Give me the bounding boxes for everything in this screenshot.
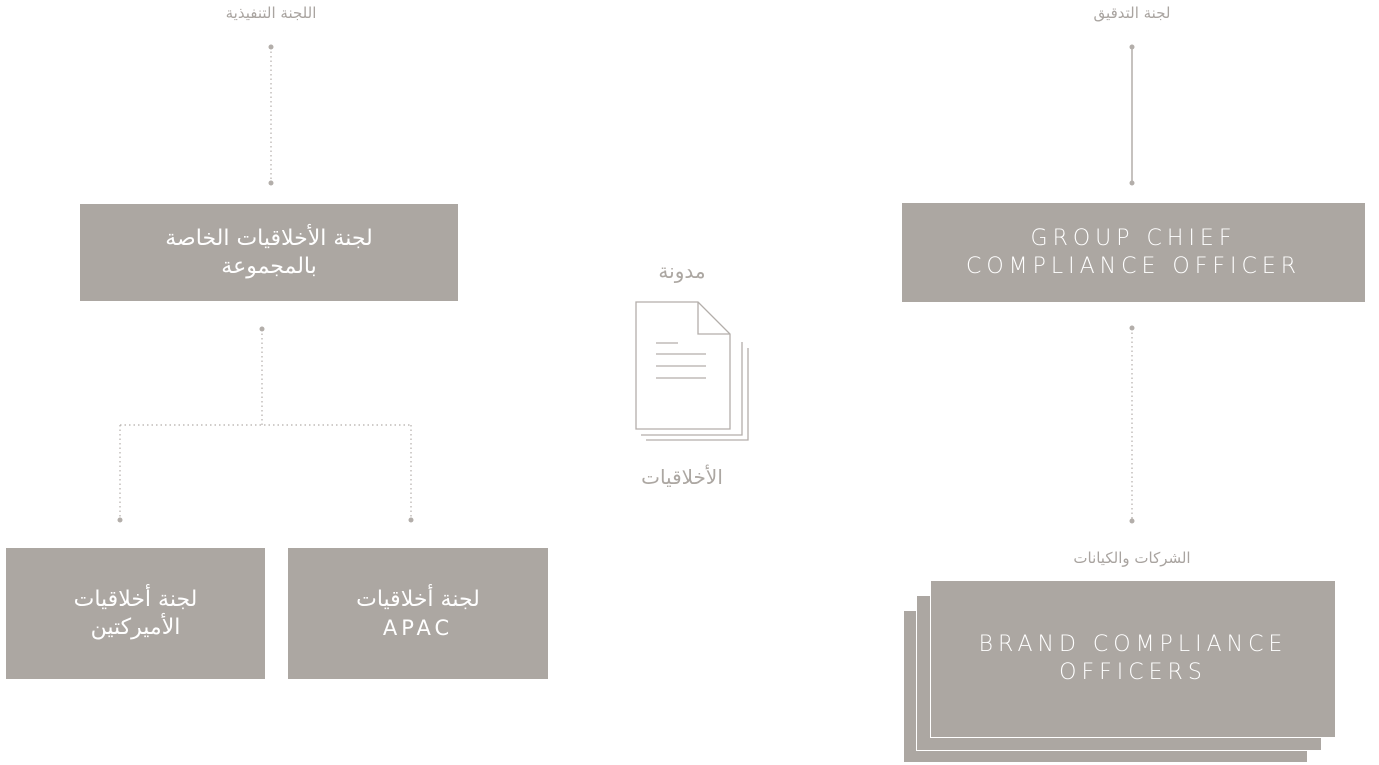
apac-line1: لجنة أخلاقيات [356,586,480,612]
connector-group-ethics-to-regional [117,326,414,523]
americas-ethics-committee-box: لجنة أخلاقيات الأميركتين [6,548,265,679]
document-stack-icon [635,301,749,441]
code-of-ethics-title-top: مدونة [658,259,706,283]
brand-compliance-officers-box: BRAND COMPLIANCE OFFICERS [930,580,1336,738]
bco-line2: OFFICERS [1059,660,1207,685]
apac-ethics-committee-box: لجنة أخلاقيات APAC [288,548,548,679]
group-ethics-line1: لجنة الأخلاقيات الخاصة [165,225,373,251]
group-ethics-committee-box: لجنة الأخلاقيات الخاصة بالمجموعة [80,204,458,301]
executive-committee-label: اللجنة التنفيذية [225,4,317,22]
americas-line2: الأميركتين [90,614,181,640]
connector-audit-to-gcco [1129,44,1135,186]
code-of-ethics-title-bottom: الأخلاقيات [641,465,723,489]
gcco-line2: COMPLIANCE OFFICER [965,253,1302,279]
bco-line1: BRAND COMPLIANCE [978,632,1288,657]
americas-line1: لجنة أخلاقيات [73,586,198,612]
connector-gcco-to-companies [1129,325,1135,524]
group-chief-compliance-officer-box: GROUP CHIEF COMPLIANCE OFFICER [902,203,1365,302]
group-ethics-line2: بالمجموعة [221,253,317,279]
gcco-line1: GROUP CHIEF [1030,225,1237,251]
connector-executive-to-group-ethics [268,44,274,186]
apac-line2: APAC [382,615,454,640]
companies-entities-label: الشركات والكيانات [1073,549,1191,567]
audit-committee-label: لجنة التدقيق [1093,4,1171,22]
